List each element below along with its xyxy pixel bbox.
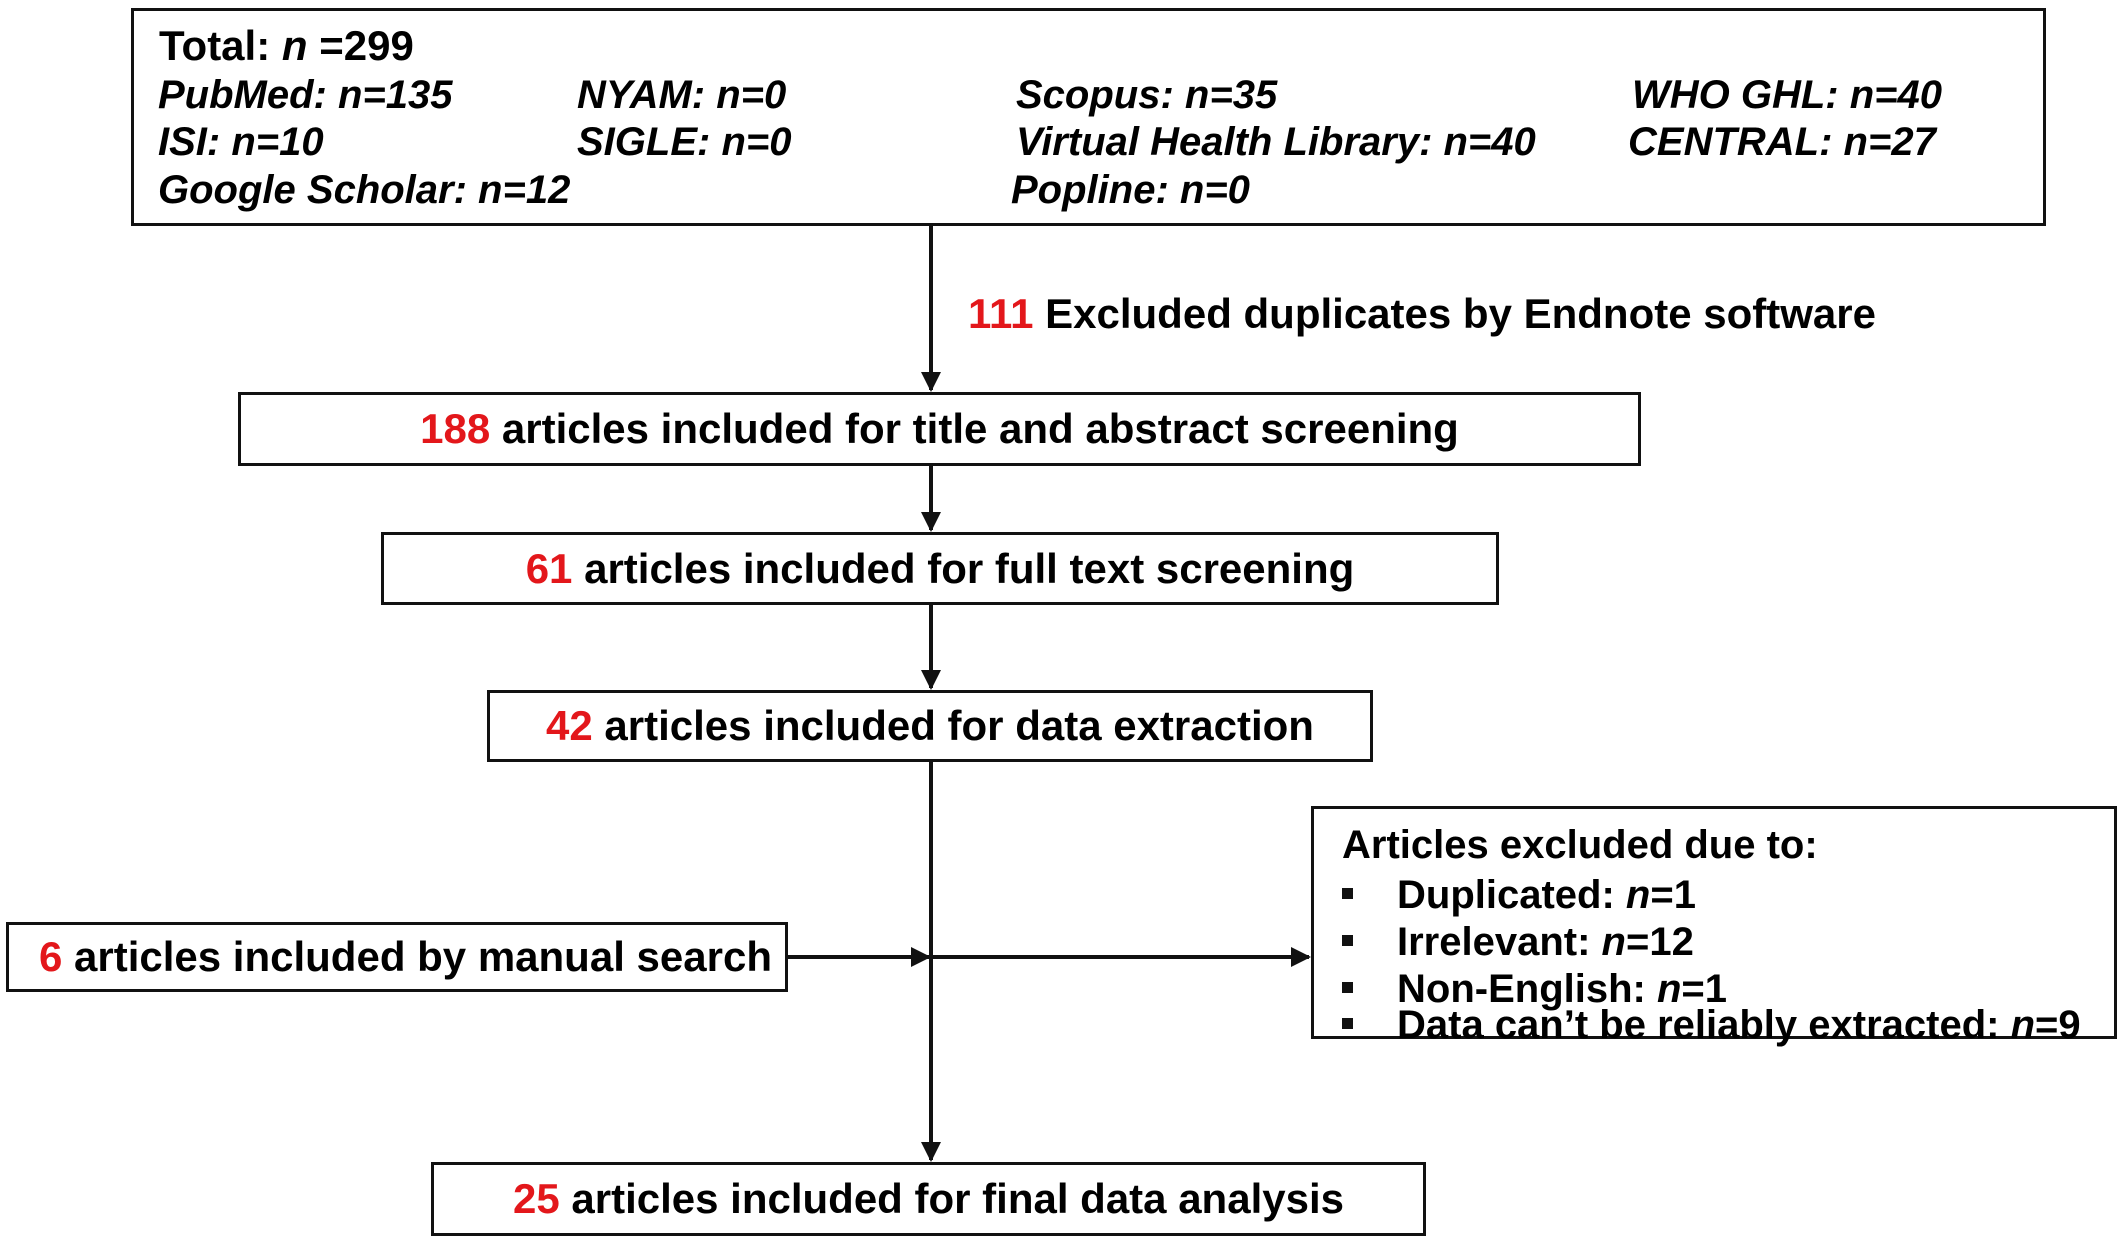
full-text-screening-box: 61 articles included for full text scree… [381, 532, 1499, 605]
exclusion-reason-duplicated: Duplicated: n=1 [1342, 875, 1696, 915]
identification-box: Total: n =299 PubMed: n=135 NYAM: n=0 Sc… [131, 8, 2046, 226]
source-nyam: NYAM: n=0 [577, 73, 787, 117]
manual-search-box: 6 articles included by manual search [6, 922, 788, 992]
bullet-icon [1342, 981, 1353, 993]
source-isi: ISI: n=10 [158, 120, 324, 164]
source-popline: Popline: n=0 [1011, 168, 1250, 212]
final-analysis-box: 25 articles included for final data anal… [431, 1162, 1426, 1236]
bullet-icon [1342, 934, 1353, 946]
exclusion-reason-non-english: Non-English: n=1 [1342, 969, 1727, 1009]
bullet-icon [1342, 887, 1353, 899]
source-google-scholar: Google Scholar: n=12 [158, 168, 571, 212]
bullet-icon [1342, 1017, 1353, 1029]
exclusion-title: Articles excluded due to: [1342, 823, 1818, 867]
source-central: CENTRAL: n=27 [1628, 120, 1936, 164]
source-pubmed: PubMed: n=135 [158, 73, 453, 117]
source-who-ghl: WHO GHL: n=40 [1632, 73, 1943, 117]
exclusion-reasons-box: Articles excluded due to: Duplicated: n=… [1311, 806, 2117, 1045]
data-extraction-box: 42 articles included for data extraction [487, 690, 1373, 762]
total-count: Total: n =299 [159, 22, 414, 69]
exclusion-reason-irrelevant: Irrelevant: n=12 [1342, 922, 1694, 962]
source-virtual-health-library: Virtual Health Library: n=40 [1016, 120, 1536, 164]
duplicates-excluded-note: 111 Excluded duplicates by Endnote softw… [968, 290, 1876, 337]
title-abstract-screening-box: 188 articles included for title and abst… [238, 392, 1641, 466]
exclusion-reason-data-unreliable: Data can’t be reliably extracted: n=9 [1342, 1005, 2081, 1045]
source-scopus: Scopus: n=35 [1016, 73, 1278, 117]
source-sigle: SIGLE: n=0 [577, 120, 792, 164]
